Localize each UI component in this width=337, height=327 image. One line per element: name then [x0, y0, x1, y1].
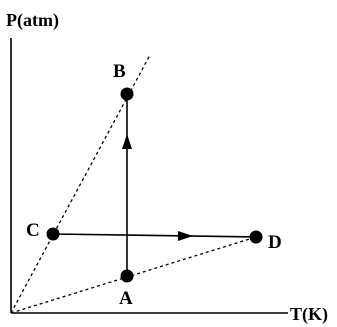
point-a: [120, 269, 134, 283]
point-b: [120, 87, 134, 101]
point-label-b: B: [113, 61, 126, 82]
point-c: [46, 227, 60, 241]
arrow-right-icon: [178, 231, 193, 241]
point-label-c: C: [26, 220, 40, 241]
x-axis-label: T(K): [290, 304, 328, 325]
point-label-a: A: [119, 288, 133, 309]
process-line-c-d: [52, 233, 257, 238]
point-label-d: D: [268, 232, 282, 253]
arrow-up-icon: [122, 134, 132, 149]
isochore-line-through-c-b: [10, 54, 151, 314]
point-d: [249, 230, 263, 244]
y-axis-label: P(atm): [6, 10, 59, 31]
isochore-line-through-a-d: [10, 236, 257, 314]
